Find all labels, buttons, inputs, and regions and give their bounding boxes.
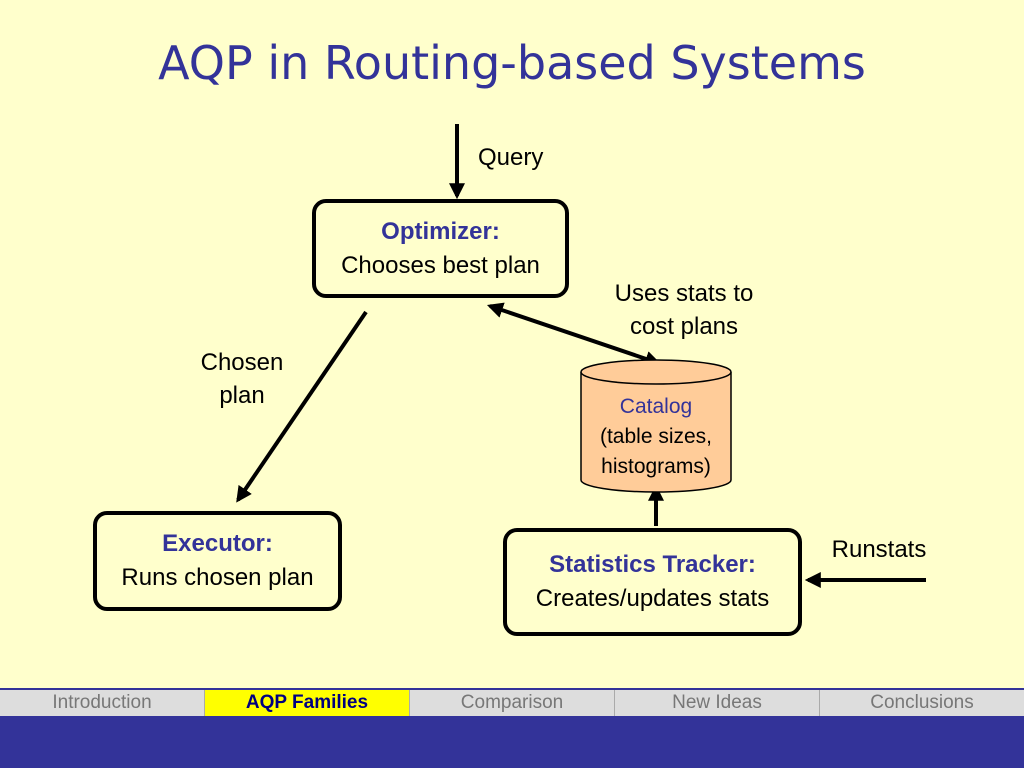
catalog-text: Catalog (table sizes, histograms) xyxy=(578,392,734,482)
executor-box: Executor: Runs chosen plan xyxy=(93,511,342,611)
executor-description: Runs chosen plan xyxy=(121,564,314,591)
uses-stats-line1: Uses stats to xyxy=(614,280,754,307)
section-navbar: Introduction AQP Families Comparison New… xyxy=(0,688,1024,716)
nav-aqp-families[interactable]: AQP Families xyxy=(205,690,410,716)
uses-stats-label: Uses stats to cost plans xyxy=(584,277,784,343)
statistics-tracker-box: Statistics Tracker: Creates/updates stat… xyxy=(503,528,802,636)
executor-heading: Executor: xyxy=(162,530,273,557)
chosen-plan-arrow xyxy=(236,310,368,503)
runstats-label: Runstats xyxy=(831,536,927,563)
catalog-line1: (table sizes, xyxy=(599,425,713,448)
statistics-tracker-description: Creates/updates stats xyxy=(535,585,770,612)
catalog-heading: Catalog xyxy=(619,395,693,418)
optimizer-heading: Optimizer: xyxy=(381,217,500,245)
catalog-line2: histograms) xyxy=(601,455,711,478)
catalog-cylinder xyxy=(580,359,732,493)
stats-double-arrow xyxy=(486,302,662,367)
optimizer-description: Chooses best plan xyxy=(341,251,540,279)
footer-band xyxy=(0,716,1024,768)
nav-new-ideas[interactable]: New Ideas xyxy=(615,690,820,716)
optimizer-box: Optimizer: Chooses best plan xyxy=(312,199,569,298)
chosen-plan-line2: plan xyxy=(219,382,265,409)
nav-introduction[interactable]: Introduction xyxy=(0,690,205,716)
uses-stats-line2: cost plans xyxy=(629,313,739,340)
statistics-tracker-heading: Statistics Tracker: xyxy=(549,551,756,578)
chosen-plan-label: Chosen plan xyxy=(172,346,312,412)
nav-comparison[interactable]: Comparison xyxy=(410,690,615,716)
chosen-plan-line1: Chosen xyxy=(200,349,284,376)
nav-conclusions[interactable]: Conclusions xyxy=(870,692,974,713)
slide-title: AQP in Routing-based Systems xyxy=(158,36,866,90)
query-label: Query xyxy=(478,144,544,171)
